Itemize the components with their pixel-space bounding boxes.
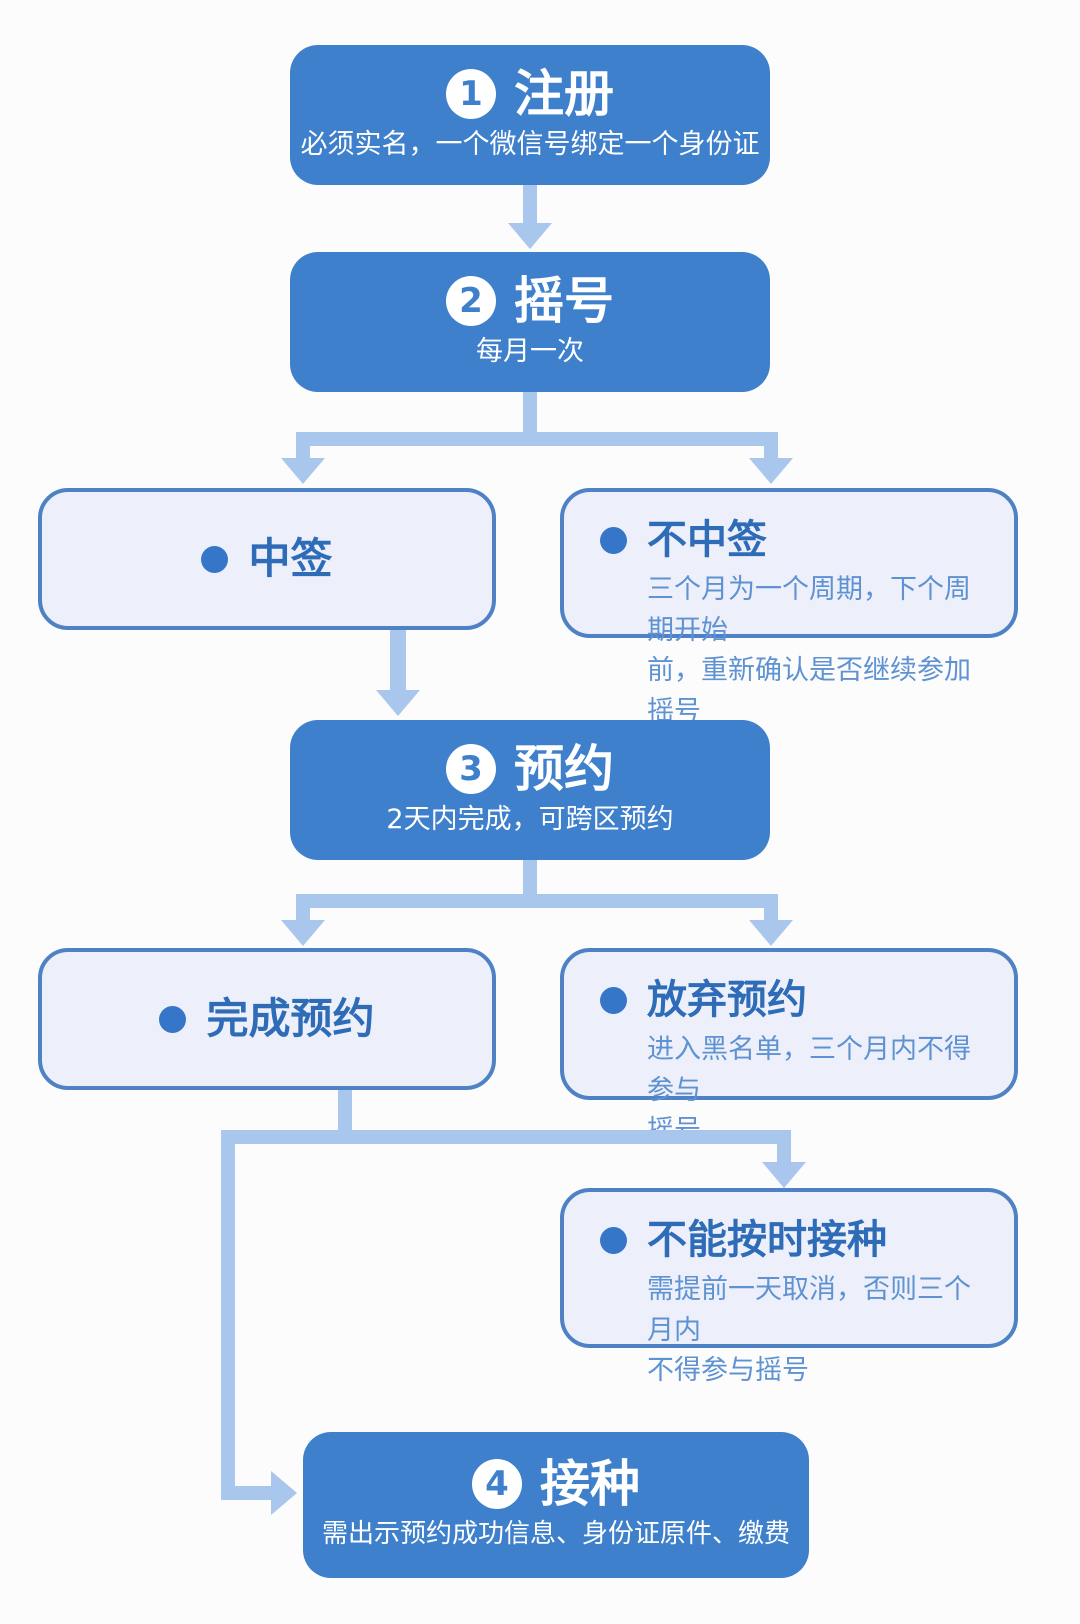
bullet-dot-icon [159,1005,187,1033]
arrow-down-icon [508,223,552,249]
bullet-dot-icon [600,1226,627,1254]
step-box-register: 1 注册 必须实名，一个微信号绑定一个身份证 [290,45,770,185]
arrow-down-icon [376,690,420,716]
outcome-abandon-detail: 进入黑名单，三个月内不得参与 摇号 [647,1034,971,1146]
step-number-3-icon: 3 [446,743,496,794]
step-box-vaccinate: 4 接种 需出示预约成功信息、身份证原件、缴费 [303,1432,809,1578]
outcome-miss-label: 不能按时接种 [647,1217,887,1263]
connector-line [764,432,778,462]
arrow-down-icon [749,920,793,946]
step-vaccinate-subtitle: 需出示预约成功信息、身份证原件、缴费 [321,1519,790,1550]
connector-line [523,860,537,904]
connector-line [221,1486,273,1500]
arrow-down-icon [749,458,793,484]
connector-line [390,630,406,692]
outcome-win-title: 中签 [201,533,333,583]
outcome-lose-detail: 三个月为一个周期，下个周期开始 前，重新确认是否继续参加摇号 [647,574,971,727]
bullet-dot-icon [600,986,627,1014]
outcome-box-miss: 不能按时接种 需提前一天取消，否则三个月内 不得参与摇号 [560,1188,1018,1386]
connector-line [296,894,778,908]
outcome-lose-label: 不中签 [647,517,767,563]
connector-line [296,894,310,924]
outcome-box-win: 中签 [38,488,496,630]
outcome-miss-detail: 需提前一天取消，否则三个月内 不得参与摇号 [647,1274,971,1386]
step-lottery-label: 摇号 [514,271,614,330]
step-lottery-subtitle: 每月一次 [476,335,584,367]
outcome-box-complete: 完成预约 [38,948,496,1090]
step-appointment-title: 3 预约 [446,739,614,798]
step-register-label: 注册 [514,64,614,123]
bullet-dot-icon [201,545,229,573]
step-box-lottery: 2 摇号 每月一次 [290,252,770,392]
outcome-win-label: 中签 [248,533,333,583]
connector-line [296,432,310,462]
connector-line [777,1130,791,1166]
connector-line [764,894,778,924]
connector-line [523,185,537,227]
step-vaccinate-title: 4 接种 [472,1455,640,1514]
connector-line [296,432,778,446]
step-number-1-icon: 1 [446,68,496,119]
arrow-right-icon [271,1471,297,1515]
connector-line [221,1130,791,1144]
connector-line [523,392,537,436]
step-register-title: 1 注册 [446,64,614,123]
connector-line [338,1090,352,1136]
arrow-down-icon [281,458,325,484]
arrow-down-icon [281,920,325,946]
step-register-subtitle: 必须实名，一个微信号绑定一个身份证 [300,128,760,160]
outcome-complete-title: 完成预约 [159,993,375,1043]
step-appointment-subtitle: 2天内完成，可跨区预约 [386,803,674,835]
bullet-dot-icon [600,526,627,554]
outcome-abandon-label: 放弃预约 [647,977,807,1023]
outcome-box-abandon: 放弃预约 进入黑名单，三个月内不得参与 摇号 [560,948,1018,1146]
outcome-box-lose: 不中签 三个月为一个周期，下个周期开始 前，重新确认是否继续参加摇号 [560,488,1018,727]
arrow-down-icon [762,1162,806,1188]
outcome-miss-title: 不能按时接种 [600,1218,990,1262]
step-number-2-icon: 2 [446,275,496,326]
step-appointment-label: 预约 [514,739,614,798]
outcome-lose-title: 不中签 [600,518,990,562]
step-vaccinate-label: 接种 [540,1455,640,1514]
connector-line [221,1130,235,1500]
outcome-abandon-title: 放弃预约 [600,978,990,1022]
outcome-complete-label: 完成预约 [206,993,375,1043]
step-box-appointment: 3 预约 2天内完成，可跨区预约 [290,720,770,860]
step-number-4-icon: 4 [472,1459,522,1510]
step-lottery-title: 2 摇号 [446,271,614,330]
